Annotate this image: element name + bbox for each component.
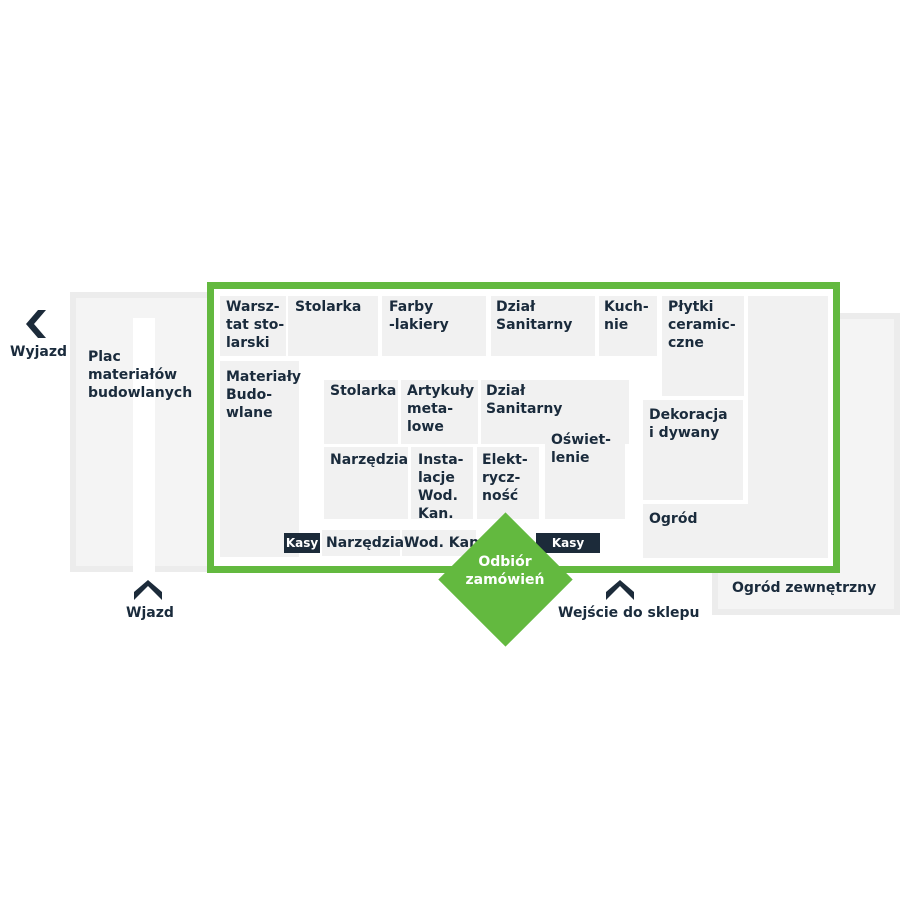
- entry-label: Wjazd: [126, 605, 174, 621]
- dept-ogrod: Ogród: [649, 511, 698, 527]
- dept-stolarka-mid: Stolarka: [330, 383, 397, 399]
- pickup-point-label: Odbiór zamówień: [465, 554, 545, 588]
- dept-warsztat: Warsz- tat sto- larski: [226, 299, 285, 351]
- outdoor-garden-label: Ogród zewnętrzny: [732, 580, 877, 596]
- zone-farby: [382, 296, 486, 356]
- zone-instalacje: [411, 447, 473, 519]
- zone-dekoracja: [643, 400, 743, 500]
- dept-sanitarny-mid: Dział Sanitarny: [486, 383, 563, 417]
- zone-plytki: [662, 296, 744, 396]
- dept-dekoracja: Dekoracja i dywany: [649, 407, 728, 441]
- dept-artykuly: Artykuły meta- lowe: [407, 383, 475, 435]
- dept-materialy: Materiały Budo- wlane: [226, 369, 302, 421]
- exit-chevron-left-icon: [26, 310, 46, 338]
- zone-ogrod: [643, 504, 828, 558]
- dept-narzedzia-bottom: Narzędzia: [326, 535, 405, 551]
- zone-elektrycznosc: [477, 447, 539, 519]
- dept-elektrycznosc: Elekt- rycz- ność: [482, 452, 528, 504]
- dept-instalacje: Insta- lacje Wod. Kan.: [418, 452, 464, 522]
- exit-label: Wyjazd: [10, 344, 67, 360]
- dept-sanitarny-top: Dział Sanitarny: [496, 299, 573, 333]
- dept-plytki: Płytki ceramic- czne: [668, 299, 736, 351]
- zone-sanitarny-top: [491, 296, 595, 356]
- zone-stolarka-top: [288, 296, 378, 356]
- checkout-right: Kasy: [536, 533, 600, 553]
- zone-artykuly: [401, 380, 478, 444]
- dept-narzedzia-mid: Narzędzia: [330, 452, 409, 468]
- building-materials-yard-label: Plac materiałów budowlanych: [88, 349, 193, 401]
- zone-oswietlenie: [545, 428, 625, 519]
- entry-chevron-up-icon: [134, 580, 162, 600]
- entry-road: [133, 318, 155, 574]
- zone-materialy: [220, 361, 299, 557]
- zone-wod-kan: [402, 530, 476, 556]
- zone-kuchnie: [599, 296, 657, 356]
- dept-oswietlenie: Oświet- lenie: [551, 432, 611, 466]
- store-entrance-chevron-up-icon: [606, 580, 634, 600]
- zone-warsztat: [220, 296, 286, 356]
- checkout-left: Kasy: [284, 533, 320, 553]
- zone-narzedzia-bottom: [322, 530, 400, 556]
- store-entrance-label: Wejście do sklepu: [558, 605, 700, 621]
- dept-kuchnie: Kuch- nie: [604, 299, 649, 333]
- zone-narzedzia-mid: [324, 447, 408, 519]
- dept-farby: Farby -lakiery: [389, 299, 449, 333]
- dept-stolarka-top: Stolarka: [295, 299, 362, 315]
- zone-stolarka-mid: [324, 380, 398, 444]
- zone-right-column: [748, 296, 828, 506]
